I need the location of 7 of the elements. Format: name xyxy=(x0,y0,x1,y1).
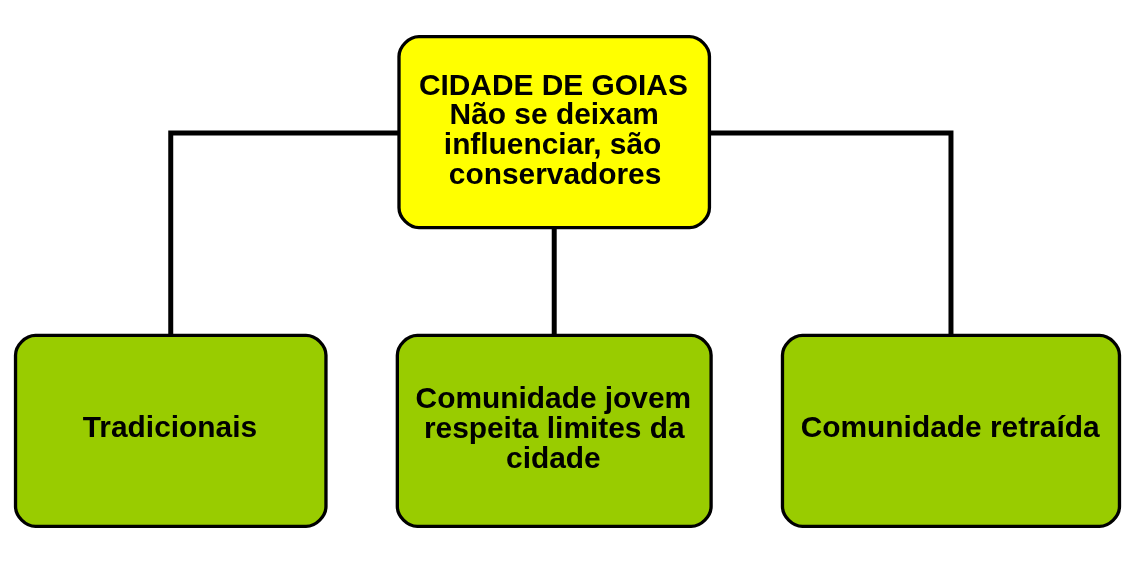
connector xyxy=(551,228,557,336)
node-box: Comunidade jovem respeita limites da cidade xyxy=(395,333,713,528)
connector xyxy=(709,130,954,335)
connector xyxy=(168,130,399,335)
node-box: CIDADE DE GOIAS Não se deixam influenciar, são conservadores xyxy=(397,35,712,230)
node-box: Tradicionais xyxy=(13,333,328,528)
node-box: Comunidade retraída xyxy=(780,333,1122,528)
